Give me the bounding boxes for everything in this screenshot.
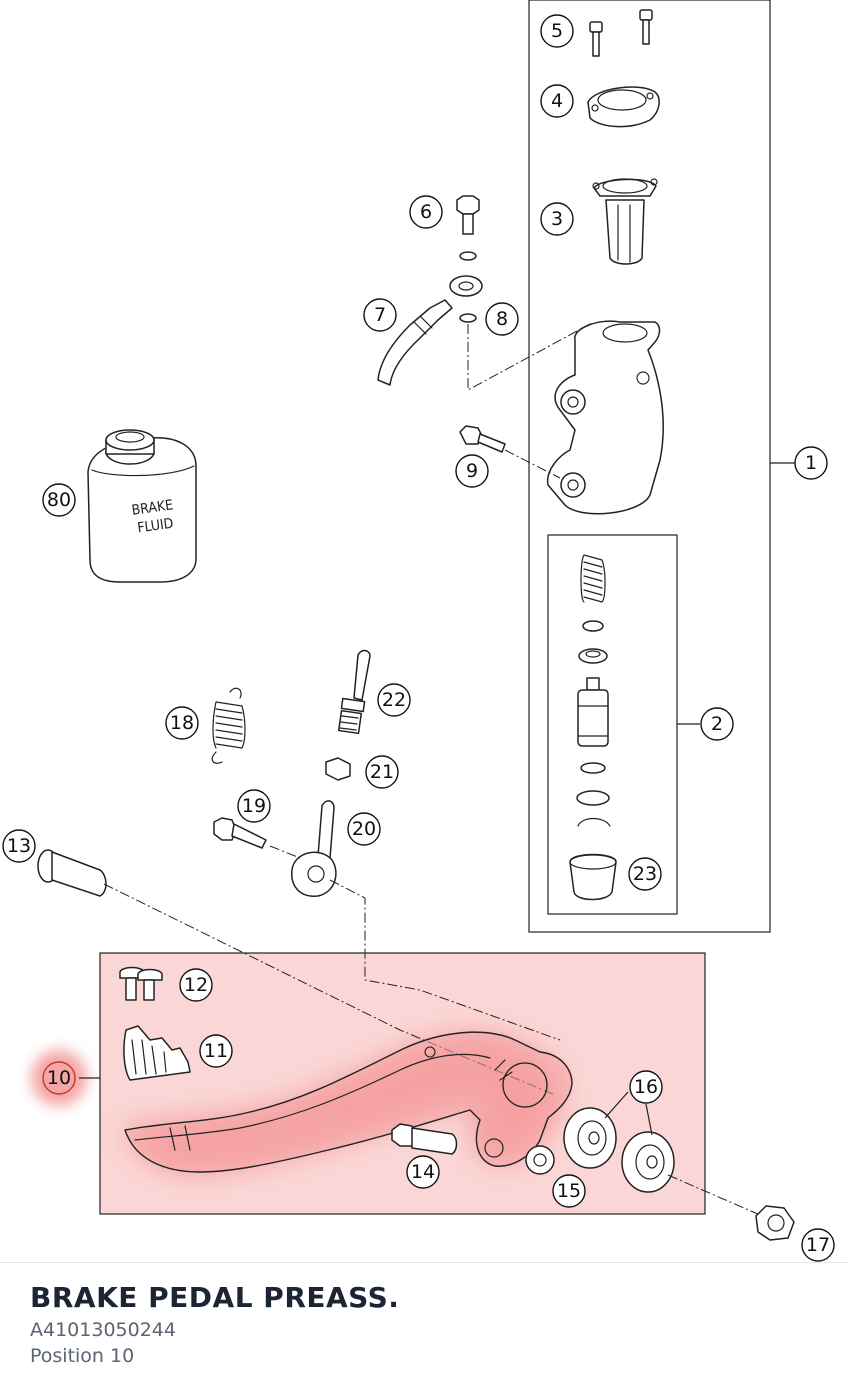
bearings-part-16 [563, 1107, 675, 1193]
callout-8[interactable]: 8 [485, 302, 519, 336]
callout-1[interactable]: 1 [794, 446, 828, 480]
callout-17[interactable]: 17 [801, 1228, 835, 1262]
svg-text:3: 3 [551, 208, 563, 230]
callout-4[interactable]: 4 [540, 84, 574, 118]
callout-20[interactable]: 20 [347, 812, 381, 846]
svg-text:2: 2 [711, 713, 723, 735]
callout-6[interactable]: 6 [409, 195, 443, 229]
bolt-part-9 [459, 425, 561, 479]
bushing-part-15 [525, 1145, 555, 1175]
svg-text:80: 80 [47, 489, 71, 511]
callout-18[interactable]: 18 [165, 706, 199, 740]
nut-part-21 [325, 757, 351, 781]
svg-text:18: 18 [170, 712, 194, 734]
callout-12[interactable]: 12 [179, 968, 213, 1002]
screw-part-5 [589, 9, 653, 57]
svg-text:7: 7 [374, 304, 386, 326]
svg-text:10: 10 [47, 1067, 71, 1089]
exploded-parts-diagram: BRAKE FLUID [2, 0, 835, 1262]
callout-16[interactable]: 16 [629, 1070, 663, 1104]
nut-part-17 [755, 1205, 795, 1241]
reservoir-part-3 [592, 178, 658, 265]
svg-text:8: 8 [496, 308, 508, 330]
brake-pedal-part-10[interactable] [124, 1031, 573, 1173]
svg-text:1: 1 [805, 452, 817, 474]
svg-text:20: 20 [352, 818, 376, 840]
master-cylinder-part-1 [546, 320, 664, 515]
callout-2[interactable]: 2 [700, 707, 734, 741]
part-info-footer: BRAKE PEDAL PREASS. A41013050244 Positio… [0, 1262, 848, 1391]
svg-text:19: 19 [242, 795, 266, 817]
callout-3[interactable]: 3 [540, 202, 574, 236]
callout-80[interactable]: 80 [42, 483, 76, 517]
svg-text:12: 12 [184, 974, 208, 996]
banjo-bolt-part-6 [456, 195, 480, 261]
bolt-part-19 [213, 817, 267, 849]
callout-15[interactable]: 15 [552, 1174, 586, 1208]
svg-text:21: 21 [370, 761, 394, 783]
brake-hose-part-7 [377, 275, 483, 386]
callout-7[interactable]: 7 [363, 298, 397, 332]
callout-13[interactable]: 13 [2, 829, 36, 863]
svg-text:17: 17 [806, 1234, 830, 1256]
assembly-frame-1 [528, 0, 771, 933]
part-name: BRAKE PEDAL PREASS. [30, 1281, 400, 1314]
bolt-part-14 [391, 1123, 458, 1155]
clevis-part-20 [291, 800, 337, 897]
position-label: Position 10 [30, 1345, 135, 1367]
callout-14[interactable]: 14 [406, 1155, 440, 1189]
svg-text:5: 5 [551, 20, 563, 42]
can-label-line2: FLUID [136, 516, 174, 537]
svg-text:14: 14 [411, 1161, 435, 1183]
part-number: A41013050244 [30, 1319, 176, 1341]
can-label-line1: BRAKE [131, 497, 175, 519]
callout-23[interactable]: 23 [628, 857, 662, 891]
spring-part-18 [211, 687, 246, 764]
callout-5[interactable]: 5 [540, 14, 574, 48]
svg-text:16: 16 [634, 1076, 658, 1098]
screws-part-12 [119, 966, 163, 1001]
callout-10[interactable]: 10 [42, 1061, 76, 1095]
svg-text:9: 9 [466, 460, 478, 482]
callout-9[interactable]: 9 [455, 454, 489, 488]
pivot-pin-part-13 [37, 849, 107, 897]
svg-text:15: 15 [557, 1180, 581, 1202]
callout-22[interactable]: 22 [377, 683, 411, 717]
push-rod-part-22 [337, 649, 371, 735]
svg-text:6: 6 [420, 201, 432, 223]
callout-11[interactable]: 11 [199, 1034, 233, 1068]
svg-text:22: 22 [382, 689, 406, 711]
svg-text:13: 13 [7, 835, 31, 857]
reservoir-cap-part-4 [587, 86, 660, 128]
callout-21[interactable]: 21 [365, 755, 399, 789]
pedal-tip-part-11 [123, 1025, 191, 1081]
svg-text:23: 23 [633, 863, 657, 885]
svg-text:11: 11 [204, 1040, 228, 1062]
svg-text:4: 4 [551, 90, 563, 112]
brake-fluid-can-part-80: BRAKE FLUID [87, 429, 197, 583]
callout-19[interactable]: 19 [237, 789, 271, 823]
piston-kit-part-2 [569, 554, 617, 901]
